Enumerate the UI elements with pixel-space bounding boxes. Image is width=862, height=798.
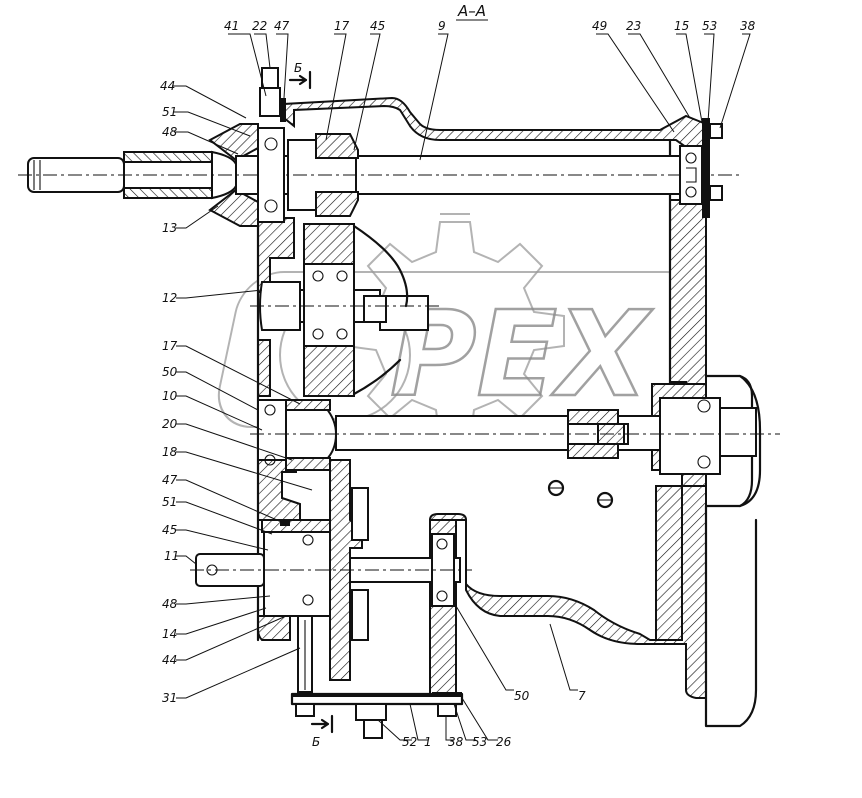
callout-50-left: 50 [162, 365, 178, 379]
callout-23: 23 [626, 19, 641, 33]
callout-14: 14 [162, 627, 177, 641]
section-marker-top: Б [288, 61, 312, 90]
callout-41: 41 [224, 19, 239, 33]
callout-48-top: 48 [162, 125, 178, 139]
callout-53-bottom: 53 [472, 735, 487, 749]
callout-45-left: 45 [162, 523, 177, 537]
top-shaft [18, 67, 740, 227]
callout-45-top: 45 [370, 19, 385, 33]
callout-18: 18 [162, 445, 178, 459]
callout-50-bottom: 50 [514, 689, 530, 703]
callout-47-left: 47 [162, 473, 178, 487]
section-mark-bottom-text: Б [312, 735, 320, 749]
callout-48-left: 48 [162, 597, 178, 611]
callout-20: 20 [162, 417, 178, 431]
callout-17-top: 17 [334, 19, 350, 33]
bottom-shaft-11 [190, 459, 472, 739]
callout-26: 26 [496, 735, 512, 749]
section-title-text: А–А [457, 2, 486, 20]
callout-15: 15 [674, 19, 689, 33]
callout-7: 7 [578, 689, 586, 703]
callout-51-left: 51 [162, 495, 177, 509]
callout-52: 52 [402, 735, 417, 749]
section-mark-top-text: Б [294, 61, 302, 75]
callout-31: 31 [162, 691, 177, 705]
callouts-top: 41 22 47 17 45 9 49 23 15 53 38 [224, 19, 756, 33]
callout-9: 9 [438, 19, 446, 33]
callout-11: 11 [164, 549, 179, 563]
callout-17-left: 17 [162, 339, 178, 353]
callouts-bottom: 52 1 38 53 26 50 7 [402, 689, 586, 749]
callout-53-top: 53 [702, 19, 717, 33]
callouts-left: 44 51 48 13 12 17 50 10 20 18 47 51 45 1… [160, 79, 179, 705]
callout-13: 13 [162, 221, 177, 235]
section-marker-bottom: Б [310, 714, 334, 749]
callout-1: 1 [424, 735, 432, 749]
middle-shaft-12 [250, 223, 440, 397]
callout-12: 12 [162, 291, 177, 305]
callout-38-top: 38 [740, 19, 756, 33]
callout-38-bottom: 38 [448, 735, 464, 749]
callout-10: 10 [162, 389, 178, 403]
leader-lines [172, 33, 751, 741]
section-title: А–А [456, 2, 488, 21]
callout-44-left: 44 [162, 653, 177, 667]
callout-44-top: 44 [160, 79, 175, 93]
callout-51-top: 51 [162, 105, 177, 119]
watermark-text: PEX [390, 285, 653, 423]
callout-22: 22 [252, 19, 267, 33]
callout-49: 49 [592, 19, 607, 33]
callout-47-top: 47 [274, 19, 290, 33]
middle-shaft-10 [250, 397, 780, 509]
